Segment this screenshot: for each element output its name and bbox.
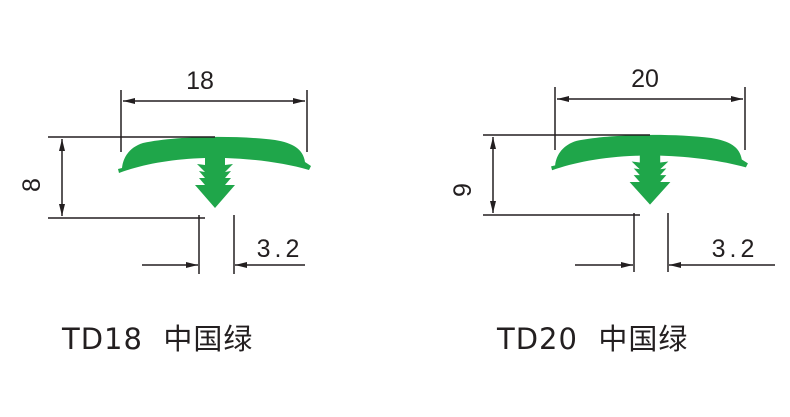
width-dimension: 18 <box>186 67 214 95</box>
stem-dimension: 3.2 <box>712 235 759 263</box>
height-dimension: 9 <box>449 183 477 197</box>
profile-td18 <box>48 90 311 274</box>
stem-dimension: 3.2 <box>257 235 304 263</box>
width-dimension: 20 <box>631 65 659 93</box>
product-label-td20: TD20 中国绿 <box>497 322 689 356</box>
height-dimension: 8 <box>18 178 46 192</box>
profile-td20 <box>483 87 775 272</box>
product-label-td18: TD18 中国绿 <box>62 322 254 356</box>
